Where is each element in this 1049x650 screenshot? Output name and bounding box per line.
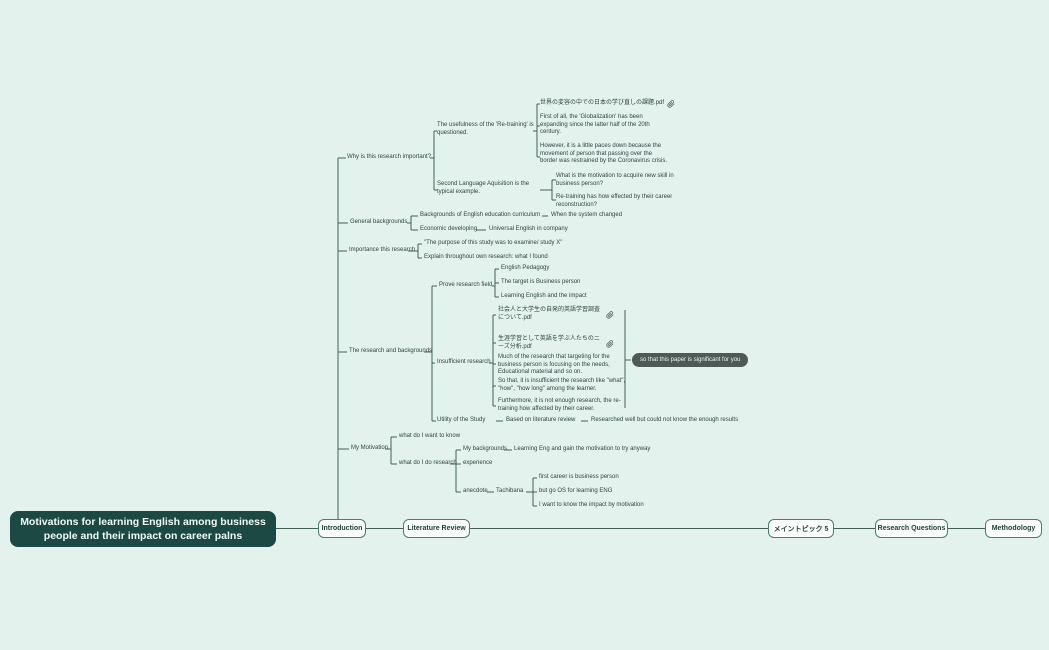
- topic-main-5[interactable]: メイントピック 5: [768, 519, 834, 538]
- node-purpose-study[interactable]: "The purpose of this study was to examin…: [424, 240, 563, 246]
- node-based-literature-review[interactable]: Based on literature review: [506, 417, 576, 423]
- node-universal-english[interactable]: Universal English in company: [489, 226, 568, 232]
- node-prove-research-field[interactable]: Prove research field: [439, 282, 493, 288]
- node-globalization[interactable]: First of all, the 'Globalization' has be…: [540, 114, 650, 135]
- node-go-os-learning[interactable]: but go OS for learning ENG: [539, 488, 613, 494]
- node-insufficient-research[interactable]: Insufficient research: [437, 359, 491, 365]
- node-retraining-career-reconstruction[interactable]: Re-training has how effected by their ca…: [556, 194, 673, 208]
- significance-badge[interactable]: so that this paper is significant for yo…: [632, 353, 749, 367]
- node-economic-developing[interactable]: Economic developing: [420, 226, 478, 232]
- node-learning-eng-motivation[interactable]: Learning Eng and gain the motivation to …: [514, 446, 651, 452]
- node-anecdote[interactable]: anecdote: [463, 488, 488, 494]
- pdf-world-label: 世界の変容の中での日本の学び直しの課題.pdf: [540, 100, 665, 107]
- node-learning-english-impact[interactable]: Learning English and the impact: [501, 293, 587, 299]
- node-much-research-targeting[interactable]: Much of the research that targeting for …: [498, 354, 610, 375]
- node-research-and-backgrounds[interactable]: The research and backgrounds: [349, 348, 433, 354]
- node-researched-well[interactable]: Researched well but could not know the e…: [591, 417, 739, 423]
- node-pdf-adult-student-survey[interactable]: 社会人と大学生の自発的英語学習調査について.pdf: [498, 307, 614, 322]
- node-furthermore-not-enough[interactable]: Furthermore, it is not enough research, …: [498, 398, 621, 412]
- node-insufficient-what-how[interactable]: So that, it is insufficient the research…: [498, 378, 626, 392]
- node-target-business-person[interactable]: The target is Business person: [501, 279, 581, 285]
- node-my-motivation[interactable]: My Motivation: [351, 445, 389, 451]
- topic-research-questions[interactable]: Research Questions: [875, 519, 948, 538]
- attachment-icon[interactable]: [606, 339, 614, 348]
- node-what-want-to-know[interactable]: what do I want to know: [399, 433, 461, 439]
- node-motivation-new-skill[interactable]: What is the motivation to acquire new sk…: [556, 173, 674, 187]
- node-pdf-lifelong-learning-needs[interactable]: 生涯学習として英語を学ぶ人たちのニーズ分析.pdf: [498, 336, 614, 351]
- attachment-icon[interactable]: [667, 100, 675, 108]
- node-tachibana[interactable]: Tachibana: [496, 488, 524, 494]
- topic-introduction[interactable]: Introduction: [318, 519, 366, 538]
- node-general-backgrounds[interactable]: General backgrounds: [350, 219, 408, 225]
- node-english-curriculum[interactable]: Backgrounds of English education curricu…: [420, 212, 541, 218]
- node-what-do-research[interactable]: what do I do research: [399, 460, 457, 466]
- attachment-icon[interactable]: [606, 310, 614, 319]
- node-impact-by-motivation[interactable]: I want to know the impact by motivation: [539, 502, 644, 508]
- node-my-backgrounds[interactable]: My backgrounds: [463, 446, 508, 452]
- pdf-adult-student-label: 社会人と大学生の自発的英語学習調査について.pdf: [498, 307, 601, 321]
- node-first-career[interactable]: first career is business person: [539, 474, 619, 480]
- node-second-language-acquisition[interactable]: Second Language Aquisition is the typica…: [437, 181, 530, 195]
- node-pdf-world-relearning[interactable]: 世界の変容の中での日本の学び直しの課題.pdf: [540, 100, 675, 108]
- topic-methodology[interactable]: Methodology: [985, 519, 1042, 538]
- node-retraining-usefulness[interactable]: The usefulness of the 'Re-training' is q…: [437, 122, 534, 136]
- pdf-lifelong-label: 生涯学習として英語を学ぶ人たちのニーズ分析.pdf: [498, 336, 600, 350]
- node-coronavirus[interactable]: However, it is a little paces down becau…: [540, 143, 668, 164]
- node-system-changed[interactable]: When the system changed: [551, 212, 623, 218]
- node-english-pedagogy[interactable]: English Pedagogy: [501, 265, 550, 271]
- node-why-important[interactable]: Why is this research important?: [347, 154, 432, 160]
- root-node[interactable]: Motivations for learning English among b…: [10, 511, 276, 547]
- node-importance-research[interactable]: Importance this research: [349, 247, 416, 253]
- node-utility-of-study[interactable]: Utility of the Study: [437, 417, 486, 423]
- node-explain-research[interactable]: Explain throughout own research: what I …: [424, 254, 548, 260]
- topic-literature-review[interactable]: Literature Review: [403, 519, 470, 538]
- node-experience[interactable]: experience: [463, 460, 493, 466]
